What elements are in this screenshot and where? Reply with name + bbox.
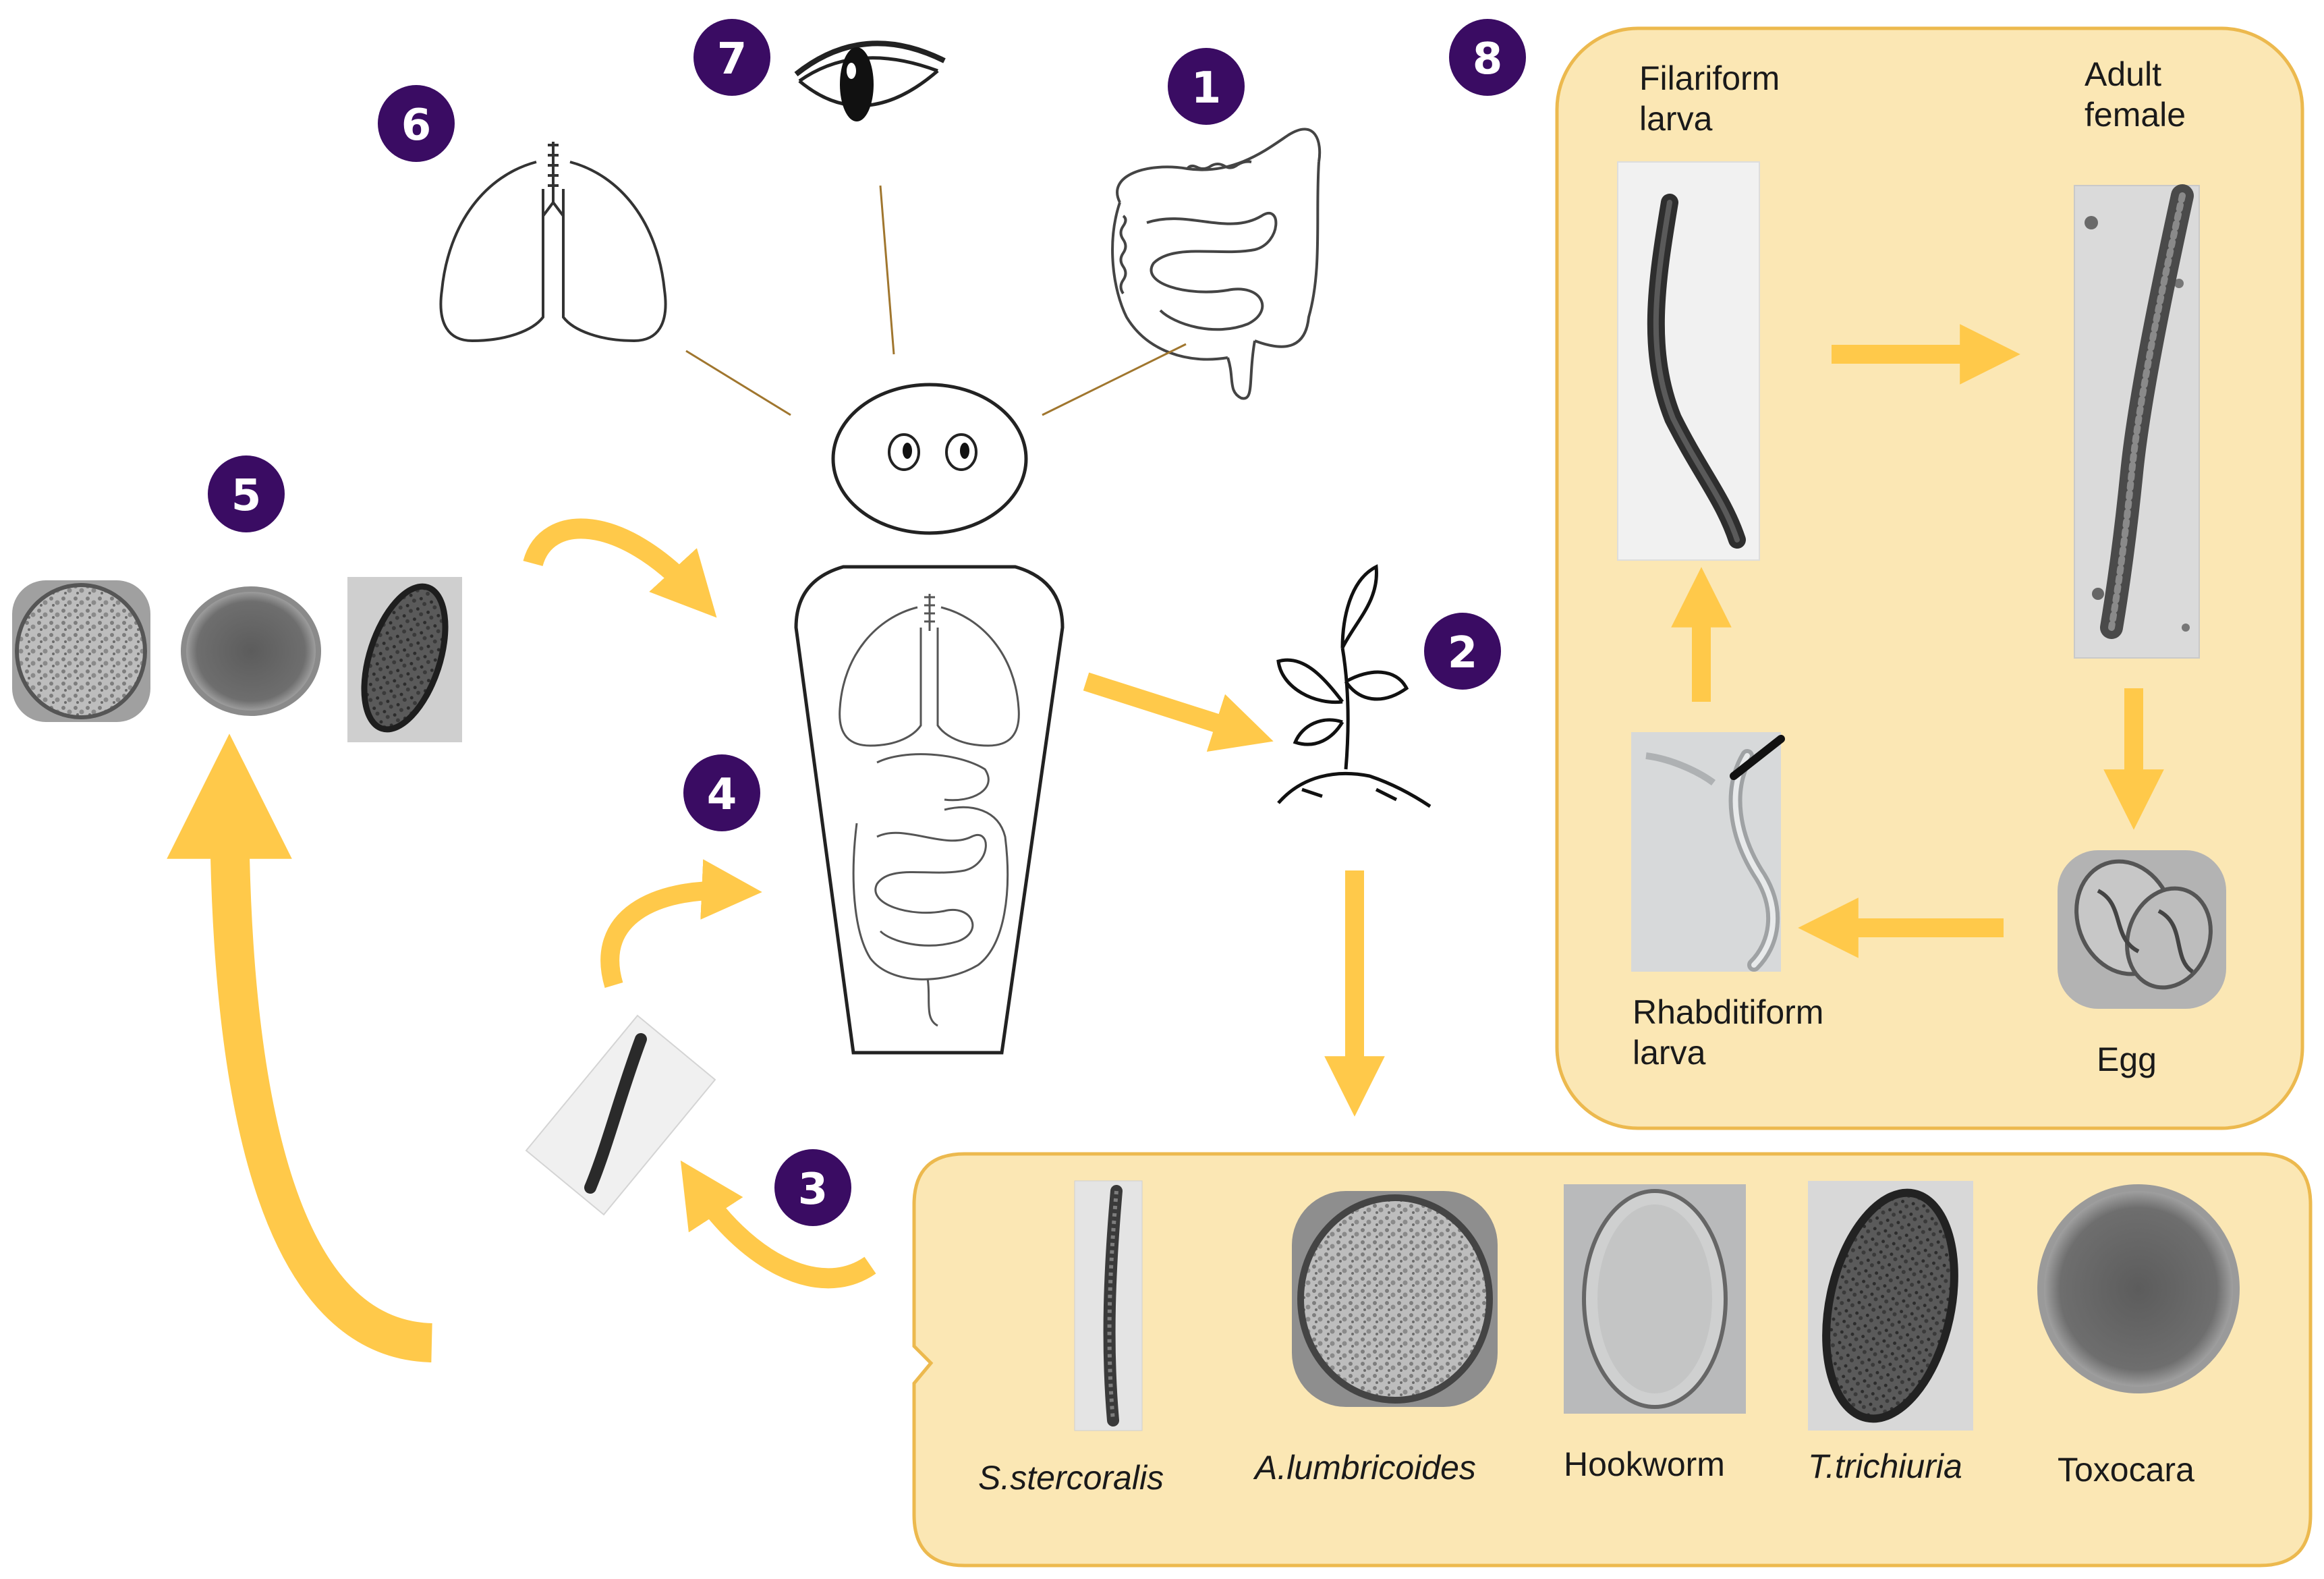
- step-badges: 1 2 3 4 5 6 7 8: [208, 19, 1526, 1226]
- intestine-icon: [1111, 128, 1322, 400]
- label-a-lumbricoides: A.lumbricoides: [1255, 1449, 1476, 1487]
- egg-lifecycle-image: [2058, 850, 2226, 1009]
- species-s-stercoralis-image: [1074, 1180, 1143, 1431]
- step-badge-6-label: 6: [401, 101, 432, 150]
- eye-icon: [794, 40, 946, 121]
- species-t-trichiuria-image: [1808, 1181, 1973, 1431]
- egg-trichuris-left-image: [347, 577, 462, 742]
- label-adult-female: Adult female: [2085, 54, 2186, 135]
- step-badge-2-label: 2: [1448, 628, 1478, 678]
- step-badge-1: 1: [1168, 48, 1245, 125]
- egg-toxocara-left-image: [181, 586, 321, 716]
- step-badge-3-label: 3: [798, 1165, 828, 1215]
- larva-image: [525, 1014, 716, 1216]
- species-a-lumbricoides-image: [1292, 1191, 1498, 1407]
- label-toxocara: Toxocara: [2058, 1451, 2194, 1489]
- step-badge-4: 4: [683, 754, 760, 831]
- lifecycle-arrows: [1671, 324, 2164, 958]
- label-filariform-larva-line1: Filariform: [1639, 59, 1780, 97]
- step-badge-7-label: 7: [717, 34, 747, 84]
- step-badge-5: 5: [208, 455, 285, 532]
- step-badge-3: 3: [774, 1149, 851, 1226]
- label-adult-female-line2: female: [2085, 96, 2186, 134]
- label-s-stercoralis: S.stercoralis: [978, 1459, 1164, 1497]
- step-badge-6: 6: [378, 85, 455, 162]
- label-filariform-larva: Filariform larva: [1639, 58, 1780, 139]
- label-rhabditiform-larva: Rhabditiform larva: [1633, 992, 1823, 1073]
- step-badge-7: 7: [693, 19, 770, 96]
- egg-ascaris-left-image: [12, 580, 150, 722]
- species-toxocara-image: [2037, 1184, 2240, 1393]
- step-badge-2: 2: [1424, 613, 1501, 690]
- step-badge-1-label: 1: [1191, 63, 1222, 113]
- human-body-icon: [794, 383, 1065, 1055]
- lungs-icon: [439, 142, 667, 343]
- species-hookworm-image: [1564, 1184, 1746, 1414]
- main-arrows: [167, 518, 1385, 1362]
- adult-female-image: [2074, 184, 2200, 659]
- label-filariform-larva-line2: larva: [1639, 100, 1713, 138]
- organ-connector-lines: [685, 185, 1187, 416]
- step-badge-8-label: 8: [1473, 34, 1503, 84]
- plant-soil-icon: [1276, 564, 1432, 808]
- label-t-trichiuria: T.trichiuria: [1808, 1447, 1962, 1485]
- step-badge-4-label: 4: [707, 770, 737, 820]
- label-rhabditiform-larva-line1: Rhabditiform: [1633, 993, 1824, 1031]
- label-rhabditiform-larva-line2: larva: [1633, 1034, 1706, 1072]
- label-hookworm: Hookworm: [1564, 1445, 1725, 1483]
- label-adult-female-line1: Adult: [2085, 55, 2161, 93]
- rhabditiform-larva-image: [1631, 732, 1785, 972]
- step-badge-8: 8: [1449, 19, 1526, 96]
- step-badge-5-label: 5: [231, 471, 262, 521]
- label-egg: Egg: [2097, 1041, 2157, 1078]
- filariform-larva-image: [1617, 161, 1760, 561]
